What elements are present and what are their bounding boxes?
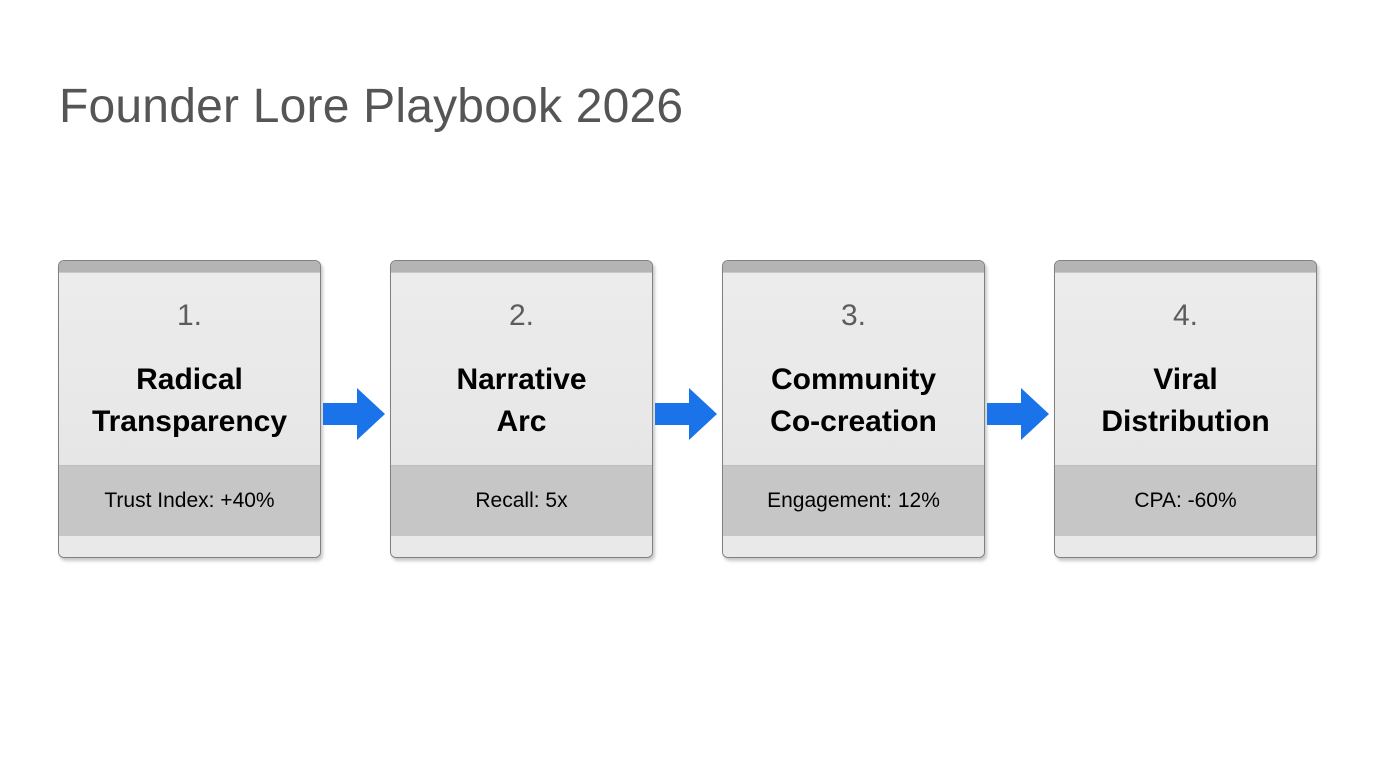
card-body: 2. Narrative Arc [391, 273, 652, 465]
step-title: Viral Distribution [1091, 359, 1279, 443]
step-title: Community Co-creation [760, 359, 947, 443]
process-flow-diagram: 1. Radical Transparency Trust Index: +40… [58, 260, 1318, 558]
arrow-step-2-to-3 [655, 386, 717, 442]
step-title-line-2: Transparency [91, 405, 288, 438]
step-title-line-1: Viral [1153, 363, 1218, 396]
card-body: 4. Viral Distribution [1055, 273, 1316, 465]
card-body: 1. Radical Transparency [59, 273, 320, 465]
step-title-line-1: Community [771, 363, 936, 396]
card-bottom-bar [391, 536, 652, 557]
page-title: Founder Lore Playbook 2026 [59, 80, 684, 133]
right-arrow-icon [323, 388, 385, 440]
step-number: 4. [1172, 299, 1199, 332]
flow-step-card-2[interactable]: 2. Narrative Arc Recall: 5x [390, 260, 653, 558]
step-number: 2. [508, 299, 535, 332]
right-arrow-icon [987, 388, 1049, 440]
flow-step-card-4[interactable]: 4. Viral Distribution CPA: -60% [1054, 260, 1317, 558]
step-metric: CPA: -60% [1055, 465, 1316, 536]
arrow-step-1-to-2 [323, 386, 385, 442]
card-top-accent-bar [391, 261, 652, 273]
card-body: 3. Community Co-creation [723, 273, 984, 465]
right-arrow-icon [655, 388, 717, 440]
step-title: Radical Transparency [82, 359, 297, 443]
step-title-line-2: Distribution [1101, 405, 1270, 438]
step-title: Narrative Arc [446, 359, 596, 443]
step-title-line-2: Co-creation [770, 405, 937, 438]
step-title-line-2: Arc [496, 405, 547, 438]
flow-step-card-3[interactable]: 3. Community Co-creation Engagement: 12% [722, 260, 985, 558]
step-metric: Recall: 5x [391, 465, 652, 536]
step-metric: Engagement: 12% [723, 465, 984, 536]
card-top-accent-bar [59, 261, 320, 273]
flow-step-card-1[interactable]: 1. Radical Transparency Trust Index: +40… [58, 260, 321, 558]
arrow-step-3-to-4 [987, 386, 1049, 442]
step-metric: Trust Index: +40% [59, 465, 320, 536]
step-title-line-1: Radical [136, 363, 243, 396]
card-bottom-bar [1055, 536, 1316, 557]
card-top-accent-bar [723, 261, 984, 273]
card-bottom-bar [59, 536, 320, 557]
step-title-line-1: Narrative [456, 363, 587, 396]
step-number: 1. [176, 299, 203, 332]
card-bottom-bar [723, 536, 984, 557]
step-number: 3. [840, 299, 867, 332]
card-top-accent-bar [1055, 261, 1316, 273]
